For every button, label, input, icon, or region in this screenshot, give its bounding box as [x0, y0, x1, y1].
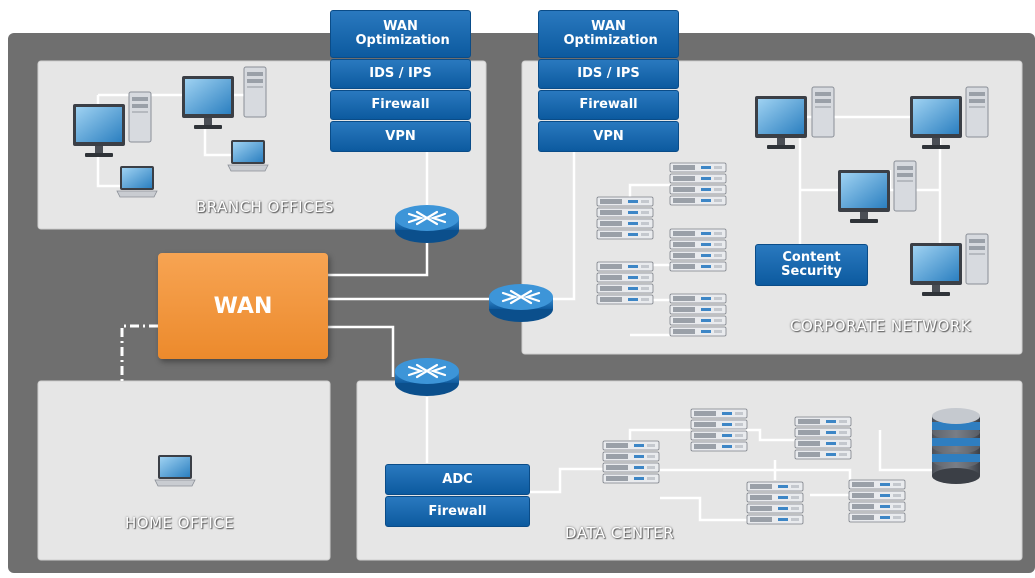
branch-offices-label: BRANCH OFFICES: [196, 198, 335, 216]
branch-vpn-box: VPN: [330, 121, 471, 152]
wan-label: WAN: [213, 293, 273, 319]
corporate-firewall-box: Firewall: [538, 90, 679, 120]
corporate-tower-2: [965, 86, 989, 138]
router-branch-icon: [393, 203, 461, 245]
corporate-vpn-label: VPN: [593, 128, 624, 144]
corporate-tower-3: [893, 160, 917, 212]
branch-tower-1: [128, 91, 152, 143]
corporate-firewall-label: Firewall: [579, 97, 638, 113]
corporate-network-label: CORPORATE NETWORK: [790, 317, 972, 335]
home-office-laptop: [154, 454, 196, 487]
network-links: [96, 80, 942, 522]
home-office-label: HOME OFFICE: [125, 514, 235, 532]
branch-ids-ips-box: IDS / IPS: [330, 59, 471, 89]
router-corporate-icon: [487, 282, 555, 324]
branch-ids-ips-label: IDS / IPS: [369, 66, 432, 82]
database-icon: [932, 408, 980, 484]
datacenter-firewall-box: Firewall: [385, 496, 530, 527]
branch-laptop-2: [227, 139, 269, 172]
content-security-box: Content Security: [755, 244, 868, 286]
corporate-ids-ips-label: IDS / IPS: [577, 66, 640, 82]
router-datacenter-icon: [393, 356, 461, 398]
branch-laptop-1: [116, 165, 158, 198]
branch-wan-optimization-box: WAN Optimization: [330, 10, 471, 58]
branch-firewall-box: Firewall: [330, 90, 471, 120]
branch-tower-2: [243, 66, 267, 118]
data-center-label: DATA CENTER: [565, 524, 675, 542]
wan-cloud: WAN: [158, 253, 328, 359]
datacenter-firewall-label: Firewall: [428, 503, 487, 519]
corporate-wan-optimization-label: WAN Optimization: [563, 19, 658, 48]
content-security-label: Content Security: [781, 250, 842, 279]
branch-vpn-label: VPN: [385, 128, 416, 144]
corporate-tower-4: [965, 233, 989, 285]
branch-wan-optimization-label: WAN Optimization: [355, 19, 450, 48]
corporate-vpn-box: VPN: [538, 121, 679, 152]
corporate-wan-optimization-box: WAN Optimization: [538, 10, 679, 58]
corporate-ids-ips-box: IDS / IPS: [538, 59, 679, 89]
datacenter-adc-label: ADC: [442, 471, 473, 487]
datacenter-adc-box: ADC: [385, 464, 530, 495]
corporate-tower-1: [811, 86, 835, 138]
branch-firewall-label: Firewall: [371, 97, 430, 113]
